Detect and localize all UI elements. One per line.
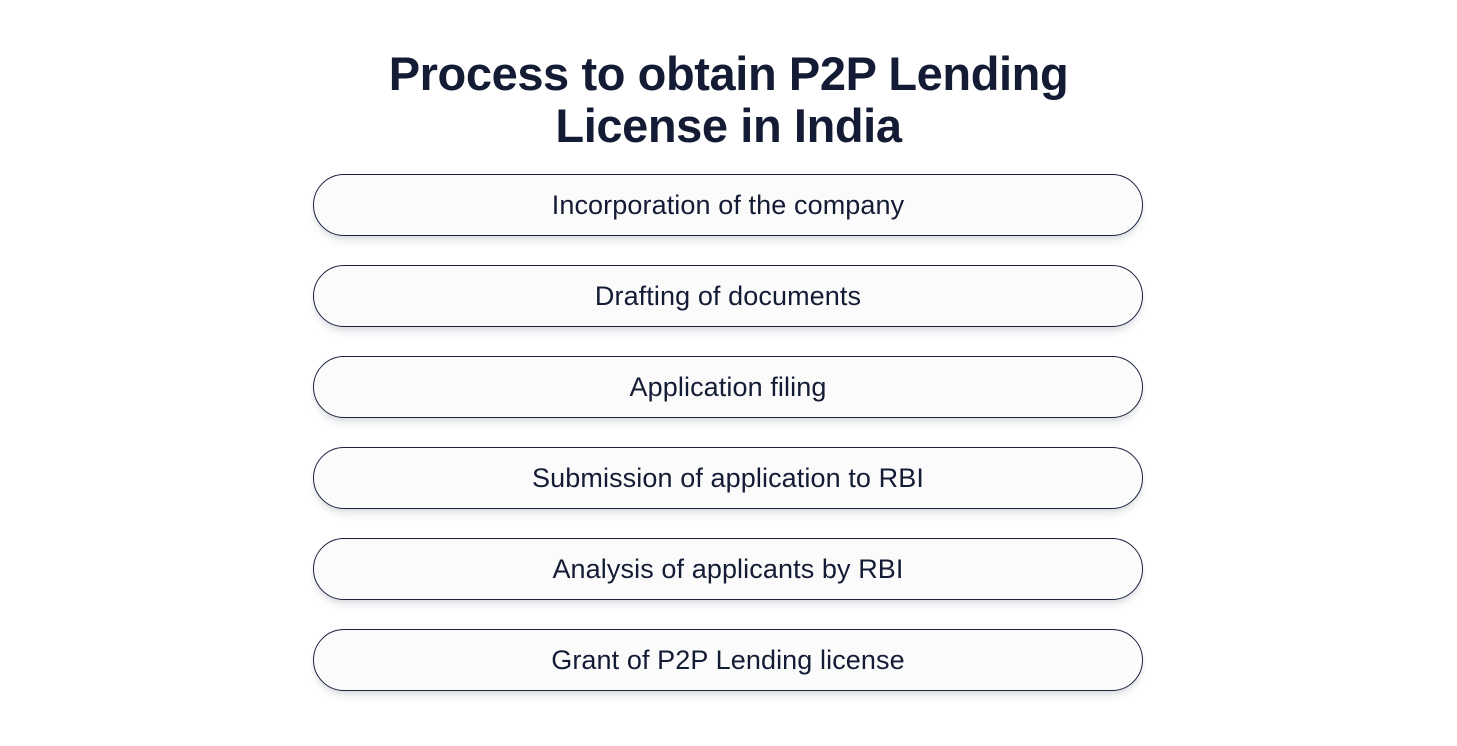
process-step-label: Incorporation of the company [551,190,905,220]
page-title: Process to obtain P2P Lending License in… [0,48,1457,152]
process-step-4: Submission of application to RBI [313,447,1143,509]
page-title-line-1: Process to obtain P2P Lending [388,47,1069,100]
process-step-list: Incorporation of the company Drafting of… [313,174,1143,691]
process-step-6: Grant of P2P Lending license [313,629,1143,691]
process-step-label: Grant of P2P Lending license [551,645,905,675]
page-title-line-2: License in India [555,99,902,152]
process-step-label: Submission of application to RBI [532,463,924,493]
process-step-1: Incorporation of the company [313,174,1143,236]
process-step-5: Analysis of applicants by RBI [313,538,1143,600]
process-step-label: Application filing [629,372,827,402]
process-step-2: Drafting of documents [313,265,1143,327]
process-step-3: Application filing [313,356,1143,418]
process-step-label: Analysis of applicants by RBI [552,554,904,584]
process-step-label: Drafting of documents [594,281,862,311]
